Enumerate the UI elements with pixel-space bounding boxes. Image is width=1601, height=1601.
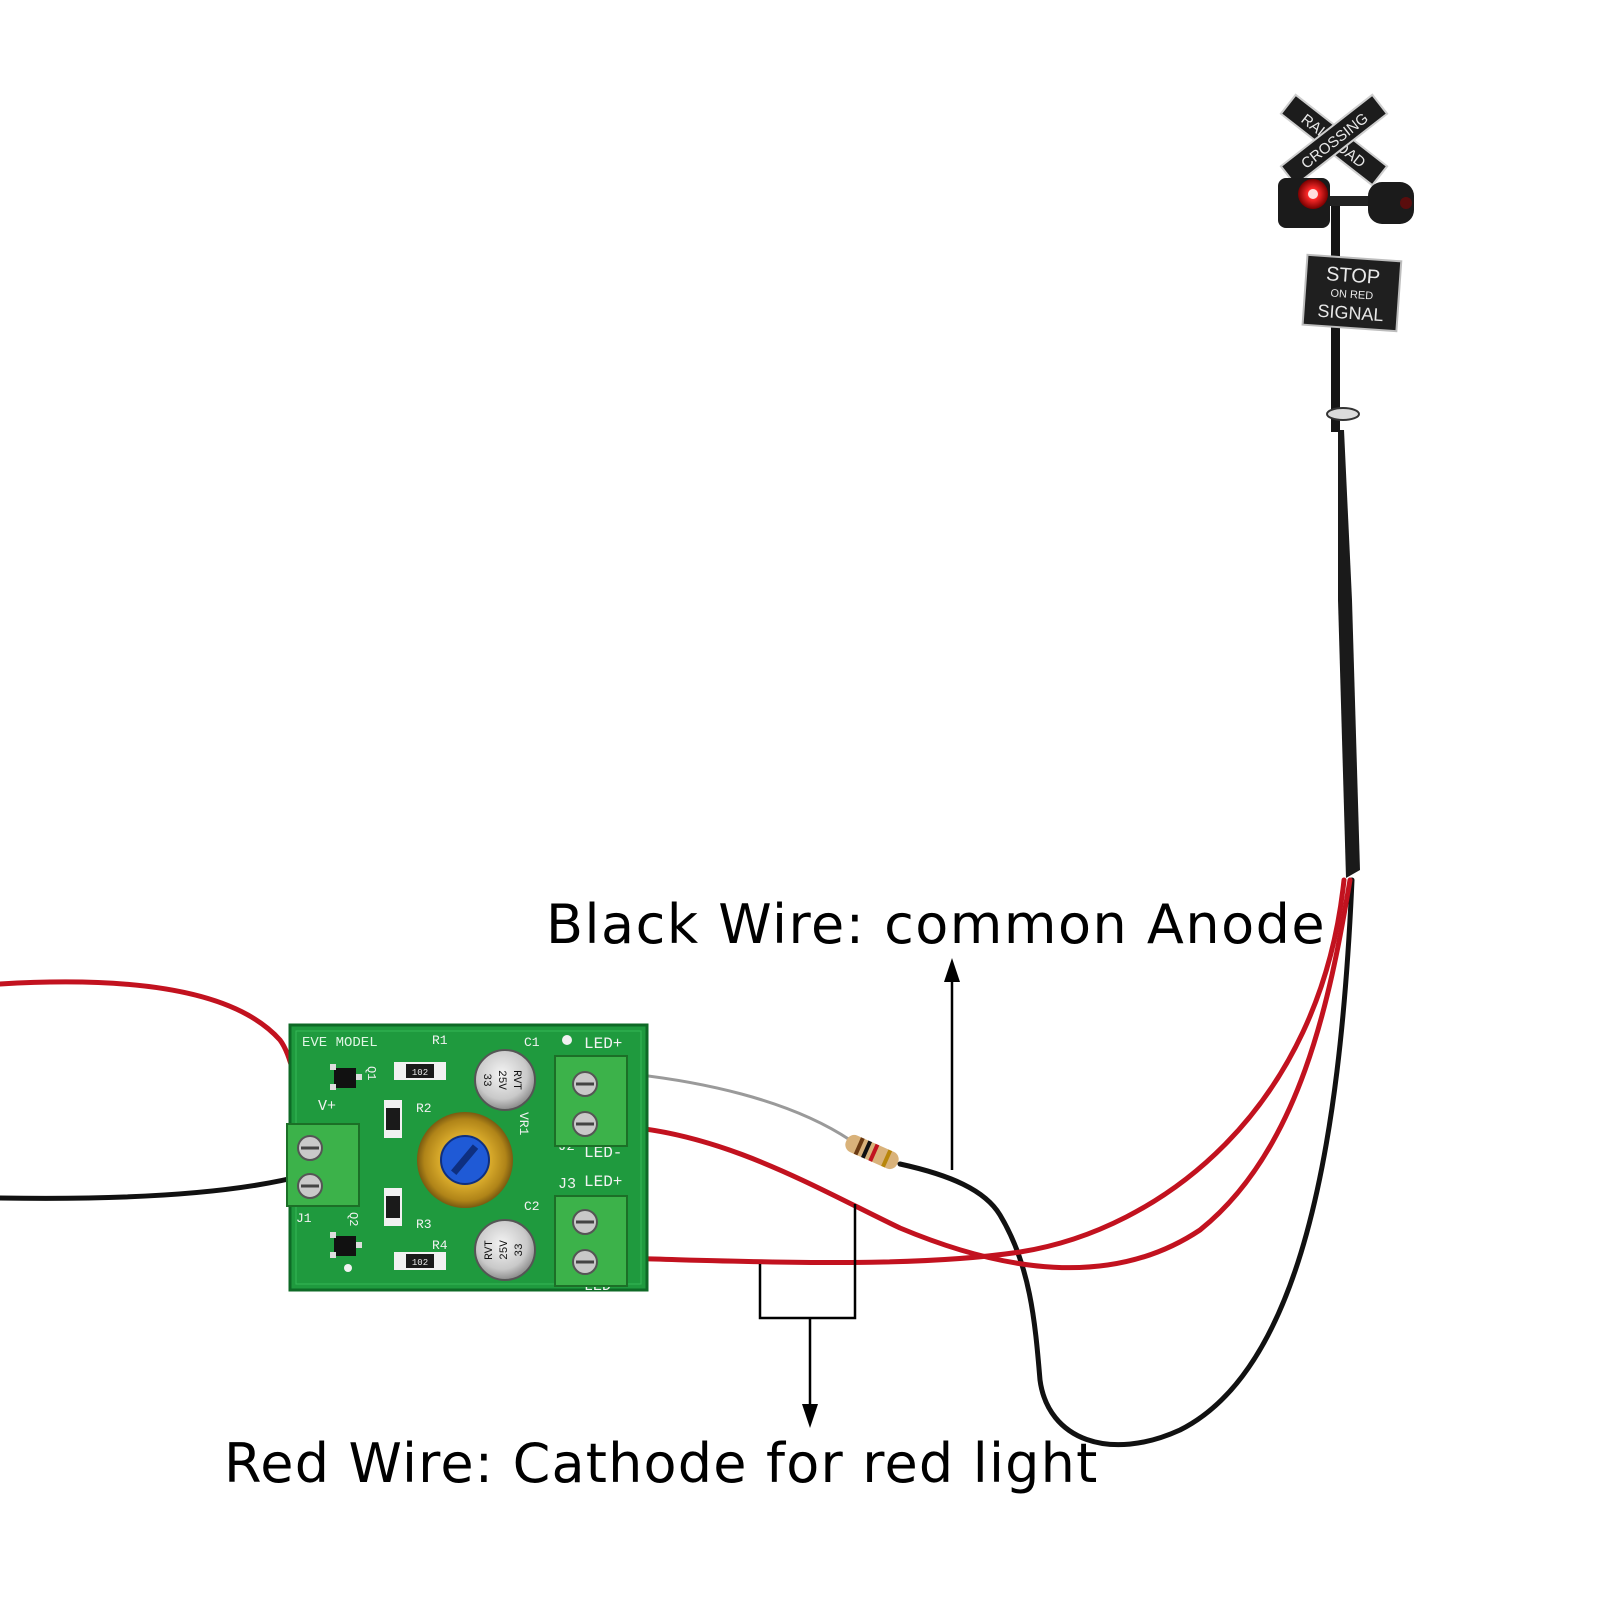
red-wire-annotation: Red Wire: Cathode for red light (224, 1432, 1099, 1495)
input-red-wire (0, 979, 308, 1138)
svg-text:RVT: RVT (510, 1070, 522, 1090)
crossbuck-sign: RAILROAD CROSSING (1279, 93, 1389, 187)
black-wire-annotation: Black Wire: common Anode (546, 893, 1327, 956)
svg-text:102: 102 (412, 1258, 428, 1268)
stop-sign-plate: STOP ON RED SIGNAL (1301, 253, 1403, 333)
label-j3: J3 (558, 1176, 576, 1193)
anode-callout-arrow (944, 958, 960, 1170)
transistor-q1 (330, 1064, 362, 1090)
pcb-mount-hole (344, 1264, 352, 1272)
red-lamp (1278, 178, 1330, 228)
label-led-plus-j2: LED+ (584, 1035, 622, 1053)
svg-text:33: 33 (480, 1073, 492, 1086)
capacitor-c1: 33 25V RVT (474, 1049, 536, 1111)
series-resistor (845, 1134, 899, 1170)
svg-text:25V: 25V (495, 1070, 507, 1090)
svg-text:RVT: RVT (484, 1240, 496, 1260)
transistor-q2 (330, 1232, 362, 1258)
svg-text:33: 33 (514, 1243, 526, 1256)
smd-resistor-r4: 102 (394, 1252, 446, 1270)
pole-ring (1326, 407, 1360, 421)
cathode-callout-bracket (758, 1204, 857, 1412)
terminal-block-j3 (554, 1195, 628, 1287)
terminal-block-j1 (286, 1123, 360, 1207)
smd-resistor-r2 (384, 1100, 402, 1138)
label-vr1: VR1 (516, 1112, 531, 1136)
label-q1: Q1 (364, 1066, 378, 1080)
led-driver-board: EVE MODEL LED+ LED- J2 J3 LED+ LED- V+ J… (286, 1023, 649, 1295)
label-r1: R1 (432, 1033, 448, 1048)
wires (0, 877, 1355, 1448)
lamp-bracket (1283, 196, 1395, 206)
label-c1: C1 (524, 1035, 540, 1050)
terminal-block-j2 (554, 1055, 628, 1147)
unlit-lamp (1368, 182, 1414, 224)
label-r3: R3 (416, 1217, 432, 1232)
crossing-signal: RAILROAD CROSSING STOP ON RED SIGNAL (1278, 93, 1414, 878)
trimmer-potentiometer-vr1 (417, 1112, 513, 1208)
label-led-plus-j3: LED+ (584, 1173, 622, 1191)
input-black-wire (0, 1172, 308, 1201)
stop-plate-line-1: STOP (1325, 263, 1380, 289)
smd-resistor-r1: 102 (394, 1062, 446, 1080)
capacitor-c2: 33 25V RVT (474, 1219, 536, 1281)
svg-text:102: 102 (412, 1068, 428, 1078)
stop-plate-line-3: SIGNAL (1317, 301, 1384, 326)
smd-resistor-r3 (384, 1188, 402, 1226)
red-wire-upper (609, 877, 1353, 1271)
svg-text:25V: 25V (499, 1240, 511, 1260)
stop-plate-line-2: ON RED (1330, 288, 1374, 303)
label-v-plus: V+ (318, 1098, 336, 1115)
label-j1: J1 (296, 1211, 312, 1226)
signal-pole-cable (1338, 430, 1360, 878)
label-r4: R4 (432, 1238, 448, 1253)
pcb-mount-hole (562, 1035, 572, 1045)
label-r2: R2 (416, 1101, 432, 1116)
cathode-callout-arrowhead (802, 1404, 818, 1428)
label-c2: C2 (524, 1199, 540, 1214)
label-led-minus-j2: LED- (584, 1144, 622, 1162)
label-q2: Q2 (346, 1212, 360, 1226)
red-wire-lower (609, 877, 1347, 1266)
pcb-brand: EVE MODEL (302, 1035, 378, 1051)
black-anode-wire (897, 877, 1355, 1448)
